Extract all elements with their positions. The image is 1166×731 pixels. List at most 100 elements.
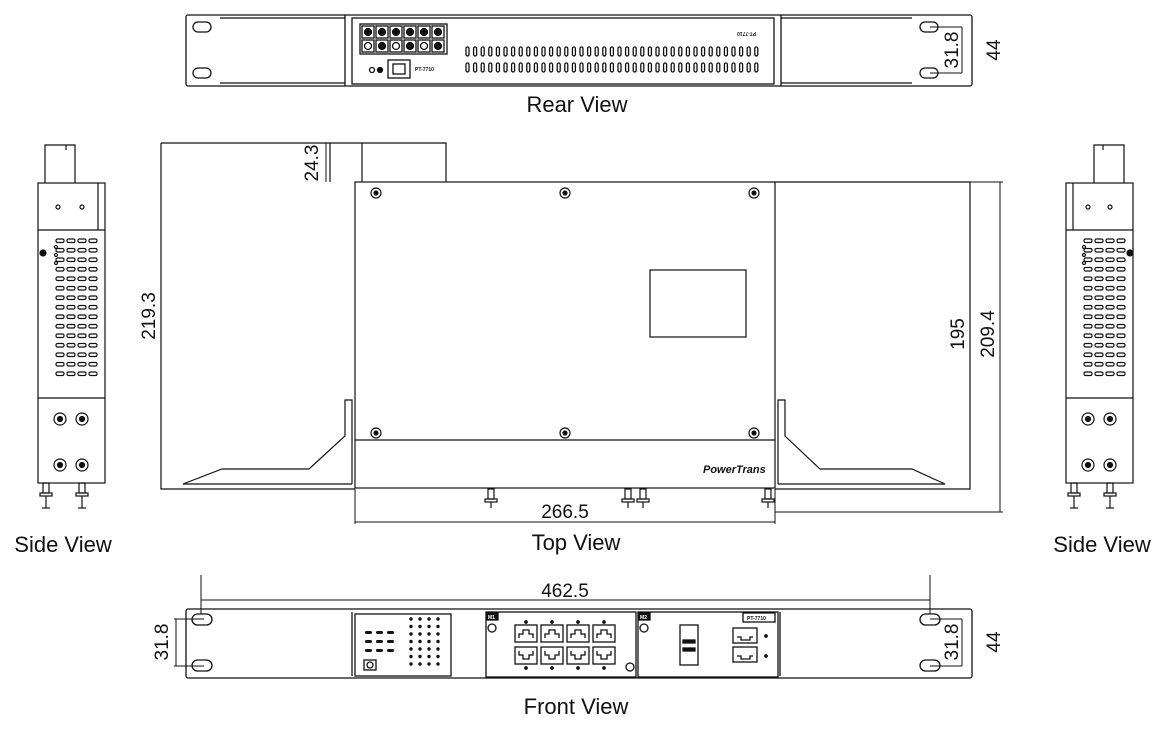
side-vent-slot [1105, 276, 1115, 282]
side-screw-center [56, 415, 64, 423]
screw [559, 427, 571, 439]
terminal-screw [405, 27, 415, 37]
vent-slot [472, 62, 478, 73]
screw [370, 187, 382, 199]
vent-slot [495, 46, 501, 57]
side-vent-slot [55, 295, 65, 301]
side-screw [1103, 458, 1117, 472]
front-model-label: PT-7710 [747, 616, 766, 622]
side-vent-slot [55, 361, 65, 367]
rj45-led [602, 666, 606, 670]
terminal-cell [417, 39, 431, 53]
top-label-window [649, 269, 747, 338]
led-dot [427, 662, 431, 666]
vent-slot [738, 62, 744, 73]
vent-slot [723, 62, 729, 73]
vent-slot [609, 62, 615, 73]
terminal-screw [405, 41, 415, 51]
side-view-left [37, 144, 106, 509]
rj45-latch [596, 651, 612, 660]
side-vent-slot [55, 276, 65, 282]
side-foot-post [42, 482, 50, 494]
side-vent-slot [1105, 333, 1115, 339]
vent-slot [548, 46, 554, 57]
vent-slot [594, 46, 599, 57]
rj45-led [576, 666, 580, 670]
terminal-screw [363, 41, 373, 51]
led-indicator [365, 640, 372, 643]
front-dim-rack-spacing-left: 31.8 [152, 624, 173, 661]
side-vent-slot [1105, 295, 1115, 301]
side-vent-slot [77, 361, 87, 367]
rear-view [185, 14, 973, 87]
vent-slot [693, 46, 698, 57]
side-screw [1103, 412, 1117, 426]
rj45-led [524, 620, 528, 624]
led-dot [427, 647, 431, 651]
led-dot [418, 624, 422, 629]
foot-post [639, 488, 647, 500]
side-vent-slot [55, 323, 65, 329]
vent-slot [541, 46, 546, 57]
top-body [354, 181, 776, 489]
vent-slot [640, 46, 645, 57]
side-vent-slot [1116, 323, 1126, 329]
screw [370, 427, 382, 439]
side-screw-center [78, 461, 86, 469]
vent-slot [678, 62, 683, 73]
side-vent-slot [77, 323, 87, 329]
screw [748, 427, 760, 439]
terminal-screw [377, 41, 387, 51]
side-vent-slot [1083, 266, 1093, 272]
vent-slot [510, 62, 516, 73]
side-vent-slot [55, 352, 65, 358]
side-vent-slot [66, 276, 76, 282]
terminal-cell [389, 25, 403, 39]
side-vent-slot [1094, 304, 1104, 310]
side-vent-slot [77, 257, 87, 263]
side-vent-slot [1083, 342, 1093, 348]
vent-slot [503, 46, 508, 57]
top-bracket-outline-right [775, 181, 971, 490]
front-dim-rack-spacing-right: 31.8 [942, 624, 963, 661]
rj45-port [592, 646, 616, 665]
rear-body [351, 17, 775, 85]
terminal-cell [431, 39, 445, 53]
side-vent-slot [66, 247, 76, 253]
led-indicator [387, 649, 394, 652]
led-dot [409, 647, 413, 651]
rear-dim-height: 44 [984, 39, 1005, 61]
side-vent-slot [1116, 266, 1126, 272]
terminal-cell [375, 25, 389, 39]
led-indicator [376, 640, 383, 643]
vent-slot [465, 62, 470, 73]
side-vent-slot [1116, 238, 1126, 244]
vent-slot [647, 46, 653, 57]
vent-slot [564, 46, 569, 57]
vent-slot [632, 62, 637, 73]
side-foot-post [78, 482, 86, 494]
vent-slot [685, 62, 691, 73]
rj45-led [576, 620, 580, 624]
front-dimension-31-8-left [174, 618, 204, 667]
led-indicator [365, 631, 372, 634]
side-vent-slot [66, 257, 76, 263]
side-vent-slot [88, 342, 98, 348]
side-vent-slot [1105, 371, 1115, 377]
vent-slot [510, 46, 516, 57]
side-vent-slot [66, 361, 76, 367]
side-vent-slot [1094, 247, 1104, 253]
side-vent-slot [55, 285, 65, 291]
rj45-led [550, 666, 554, 670]
led-dot [427, 639, 431, 644]
terminal-screw [433, 27, 443, 37]
front-dimension-462-5 [200, 575, 931, 614]
front-slot-2-label: M2 [640, 615, 647, 621]
side-vent-slot [55, 371, 65, 377]
terminal-screw [363, 27, 373, 37]
side-foot-post [1106, 482, 1114, 494]
side-vent-slot [1094, 295, 1104, 301]
led-dot [427, 632, 431, 636]
vent-slot [518, 46, 523, 57]
rear-view-title: Rear View [526, 92, 627, 117]
